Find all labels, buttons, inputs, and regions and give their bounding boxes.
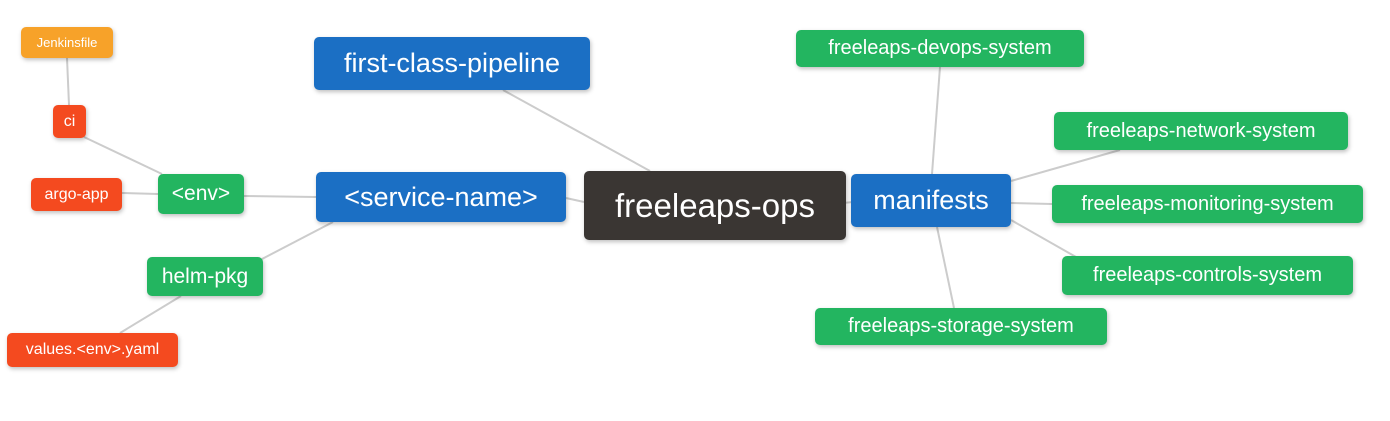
node-service-name[interactable]: <service-name> bbox=[316, 172, 566, 222]
node-values-env-yaml[interactable]: values.<env>.yaml bbox=[7, 333, 178, 367]
edge-ci-to-env bbox=[83, 136, 163, 175]
node-devops-system[interactable]: freeleaps-devops-system bbox=[796, 30, 1084, 67]
edge-first-class-pipeline-to-freeleaps-ops bbox=[502, 89, 651, 172]
edge-manifests-to-network-system bbox=[1010, 149, 1121, 182]
edge-service-name-to-helm-pkg bbox=[261, 221, 334, 260]
node-helm-pkg[interactable]: helm-pkg bbox=[147, 257, 263, 296]
edge-manifests-to-monitoring-system bbox=[1010, 202, 1053, 205]
node-ci[interactable]: ci bbox=[53, 105, 86, 138]
edge-helm-pkg-to-values-env-yaml bbox=[119, 295, 182, 334]
edge-manifests-to-storage-system bbox=[936, 226, 955, 309]
edge-manifests-to-controls-system bbox=[1010, 219, 1077, 258]
node-controls-system[interactable]: freeleaps-controls-system bbox=[1062, 256, 1353, 295]
edge-manifests-to-devops-system bbox=[931, 66, 941, 175]
node-monitoring-system[interactable]: freeleaps-monitoring-system bbox=[1052, 185, 1363, 223]
node-manifests[interactable]: manifests bbox=[851, 174, 1011, 227]
node-first-class-pipeline[interactable]: first-class-pipeline bbox=[314, 37, 590, 90]
node-argo-app[interactable]: argo-app bbox=[31, 178, 122, 211]
edge-argo-app-to-env bbox=[121, 192, 159, 195]
node-jenkinsfile[interactable]: Jenkinsfile bbox=[21, 27, 113, 58]
node-storage-system[interactable]: freeleaps-storage-system bbox=[815, 308, 1107, 345]
node-freeleaps-ops[interactable]: freeleaps-ops bbox=[584, 171, 846, 240]
node-env[interactable]: <env> bbox=[158, 174, 244, 214]
edge-env-to-service-name bbox=[243, 195, 317, 198]
node-network-system[interactable]: freeleaps-network-system bbox=[1054, 112, 1348, 150]
edge-service-name-to-freeleaps-ops bbox=[565, 197, 585, 203]
edge-jenkinsfile-to-ci bbox=[66, 57, 70, 106]
